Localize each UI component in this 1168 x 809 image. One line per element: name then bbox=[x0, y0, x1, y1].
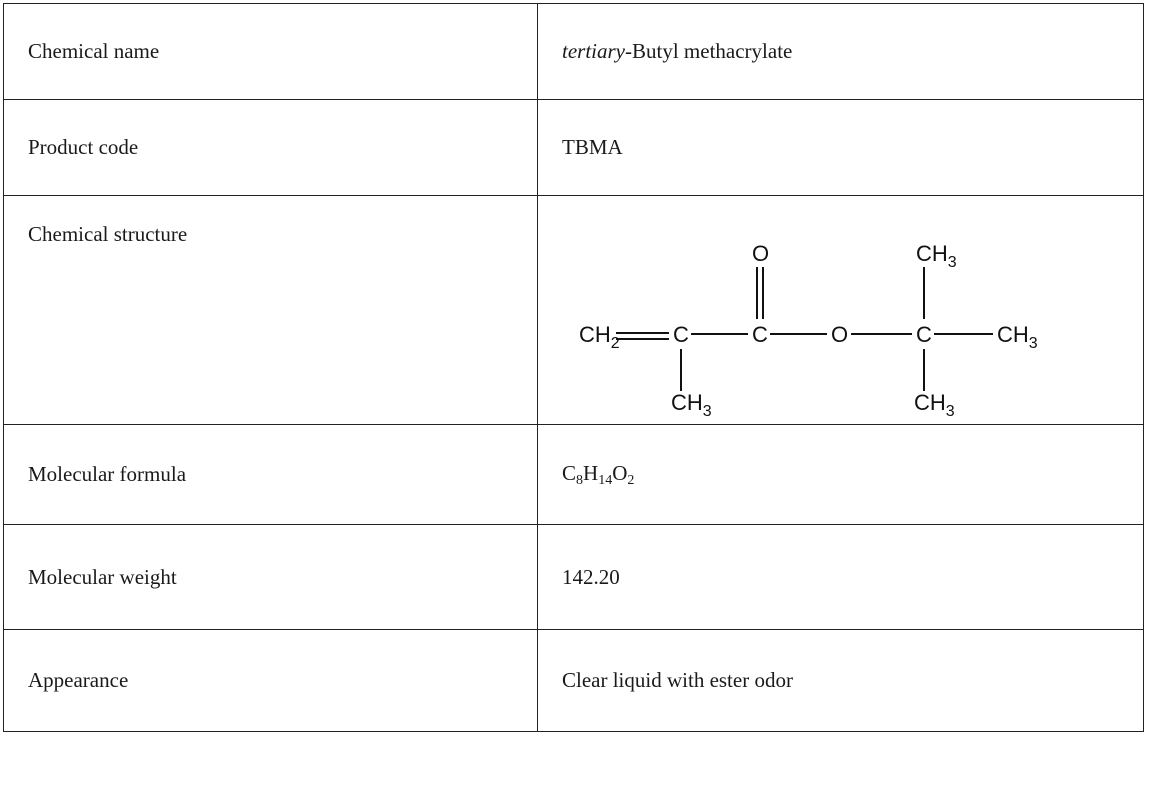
atom-ch3-bottom-right: CH3 bbox=[914, 390, 955, 420]
formula-element-h: H bbox=[583, 460, 599, 485]
formula-element-c: C bbox=[562, 460, 577, 485]
appearance-label: Appearance bbox=[3, 629, 538, 732]
formula-count-c: 8 bbox=[576, 472, 584, 488]
molecular-weight-value: 142.20 bbox=[537, 524, 1144, 630]
table-row-product-code: Product code TBMA bbox=[3, 99, 1144, 196]
appearance-value: Clear liquid with ester odor bbox=[537, 629, 1144, 732]
chemical-name-rest: -Butyl methacrylate bbox=[625, 39, 793, 63]
chemical-structure-diagram: O CH3 CH2 C C O C CH3 CH3 CH3 bbox=[579, 241, 1038, 420]
atom-ch3-bottom-left: CH3 bbox=[671, 390, 712, 420]
atom-ch3-right: CH3 bbox=[997, 322, 1038, 352]
chemical-name-value: tertiary-Butyl methacrylate bbox=[537, 3, 1144, 100]
table-row-molecular-formula: Molecular formula C8H14O2 bbox=[3, 424, 1144, 525]
atom-carbon-quaternary: C bbox=[916, 322, 932, 347]
product-data-sheet: Chemical name tertiary-Butyl methacrylat… bbox=[3, 3, 1144, 732]
properties-table: Chemical name tertiary-Butyl methacrylat… bbox=[3, 3, 1144, 732]
molecular-formula-value: C8H14O2 bbox=[537, 424, 1144, 525]
chemical-structure-label: Chemical structure bbox=[3, 195, 538, 425]
product-code-value: TBMA bbox=[537, 99, 1144, 196]
product-code-label: Product code bbox=[3, 99, 538, 196]
atom-ch2: CH2 bbox=[579, 322, 620, 352]
formula-element-o: O bbox=[612, 460, 628, 485]
atom-oxygen-carbonyl: O bbox=[752, 241, 769, 266]
table-row-chemical-structure: Chemical structure O CH3 CH2 C C O C CH3… bbox=[3, 195, 1144, 425]
formula-count-o: 2 bbox=[627, 472, 635, 488]
chemical-name-prefix: tertiary bbox=[562, 39, 625, 63]
chemical-name-label: Chemical name bbox=[3, 3, 538, 100]
table-row-molecular-weight: Molecular weight 142.20 bbox=[3, 524, 1144, 630]
atom-carbon-1: C bbox=[673, 322, 689, 347]
atom-oxygen-ester: O bbox=[831, 322, 848, 347]
atom-carbon-carbonyl: C bbox=[752, 322, 768, 347]
table-row-appearance: Appearance Clear liquid with ester odor bbox=[3, 629, 1144, 732]
formula-count-h: 14 bbox=[598, 472, 613, 488]
chemical-structure-cell: O CH3 CH2 C C O C CH3 CH3 CH3 bbox=[537, 195, 1144, 425]
atom-ch3-top: CH3 bbox=[916, 241, 957, 271]
molecular-formula-label: Molecular formula bbox=[3, 424, 538, 525]
molecular-weight-label: Molecular weight bbox=[3, 524, 538, 630]
table-row-chemical-name: Chemical name tertiary-Butyl methacrylat… bbox=[3, 3, 1144, 100]
